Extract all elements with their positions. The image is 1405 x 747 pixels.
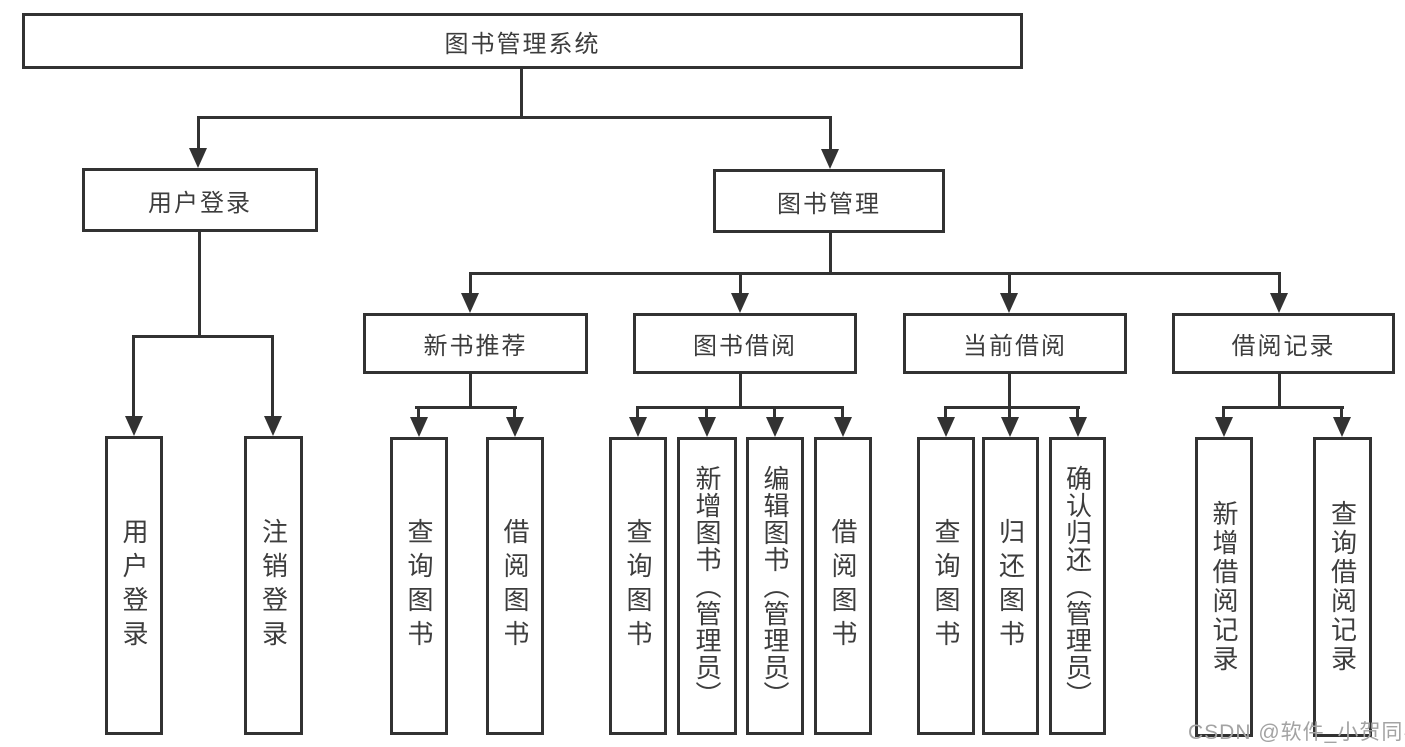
edge-borrow-records-hline [1222, 406, 1344, 409]
edge-stem [417, 406, 420, 419]
arrow-down-icon [698, 417, 716, 437]
arrow-down-icon [731, 293, 749, 313]
edge-current-borrow-hline [944, 406, 1080, 409]
edge-root-vline [520, 68, 523, 119]
edge-new-book-rec-hline [415, 406, 517, 409]
edge-stem [1008, 406, 1011, 419]
leaf-borrow-books: 借阅图书 [486, 437, 544, 735]
arrow-down-icon [125, 416, 143, 436]
edge-book-borrow-hline [636, 406, 844, 409]
leaf-query-books: 查询图书 [609, 437, 667, 735]
edge-stem-book-mgmt [829, 116, 832, 150]
arrow-down-icon [834, 417, 852, 437]
node-current-borrow: 当前借阅 [903, 313, 1127, 374]
node-user-login: 用户登录 [82, 168, 318, 232]
edge-stem-book-borrow [739, 272, 742, 294]
node-borrow-records: 借阅记录 [1172, 313, 1395, 374]
edge-stem-new-book-rec [469, 272, 472, 294]
edge-user-login-hline [132, 335, 274, 338]
leaf-borrow-books: 借阅图书 [814, 437, 872, 735]
leaf-add-borrow-record: 新增借阅记录 [1195, 437, 1253, 737]
edge-stem-leaf-login [132, 335, 135, 417]
edge-current-borrow-vline [1008, 374, 1011, 408]
arrow-down-icon [629, 417, 647, 437]
edge-book-borrow-vline [739, 374, 742, 408]
leaf-confirm-return-admin: 确认归还（管理员） [1049, 437, 1106, 735]
arrow-down-icon [506, 417, 524, 437]
edge-stem-current-borrow [1008, 272, 1011, 294]
arrow-down-icon [461, 293, 479, 313]
edge-borrow-records-vline [1278, 374, 1281, 408]
leaf-edit-books-admin: 编辑图书（管理员） [746, 437, 804, 735]
edge-stem-borrow-records [1278, 272, 1281, 294]
arrow-down-icon [410, 417, 428, 437]
arrow-down-icon [1069, 417, 1087, 437]
edge-new-book-rec-vline [469, 374, 472, 408]
leaf-query-borrow-record: 查询借阅记录 [1313, 437, 1372, 737]
node-book-mgmt: 图书管理 [713, 169, 945, 233]
arrow-down-icon [264, 416, 282, 436]
csdn-watermark: CSDN @软件_小贺同学 [1188, 721, 1405, 744]
leaf-user-login: 用户登录 [105, 436, 163, 735]
edge-stem [944, 406, 947, 419]
edge-stem [773, 406, 776, 419]
edge-stem [1222, 406, 1225, 419]
leaf-return-books: 归还图书 [982, 437, 1039, 735]
edge-root-hline [197, 116, 831, 119]
edge-stem [1340, 406, 1343, 419]
edge-user-login-vline [198, 232, 201, 338]
edge-book-mgmt-vline [829, 233, 832, 275]
leaf-logout: 注销登录 [244, 436, 303, 735]
edge-stem [841, 406, 844, 419]
arrow-down-icon [1000, 293, 1018, 313]
node-new-book-rec: 新书推荐 [363, 313, 588, 374]
edge-stem [636, 406, 639, 419]
edge-book-mgmt-hline [469, 272, 1281, 275]
arrow-down-icon [1215, 417, 1233, 437]
edge-stem [513, 406, 516, 419]
leaf-query-books: 查询图书 [390, 437, 448, 735]
leaf-query-books: 查询图书 [917, 437, 975, 735]
arrow-down-icon [1001, 417, 1019, 437]
edge-stem [1076, 406, 1079, 419]
arrow-down-icon [937, 417, 955, 437]
edge-stem-leaf-logout [271, 335, 274, 417]
arrow-down-icon [766, 417, 784, 437]
edge-stem [705, 406, 708, 419]
arrow-down-icon [1333, 417, 1351, 437]
arrow-down-icon [821, 149, 839, 169]
arrow-down-icon [189, 148, 207, 168]
leaf-add-books-admin: 新增图书（管理员） [677, 437, 737, 735]
arrow-down-icon [1270, 293, 1288, 313]
node-book-borrow: 图书借阅 [633, 313, 857, 374]
node-root: 图书管理系统 [22, 13, 1023, 69]
edge-stem-user-login [197, 116, 200, 149]
